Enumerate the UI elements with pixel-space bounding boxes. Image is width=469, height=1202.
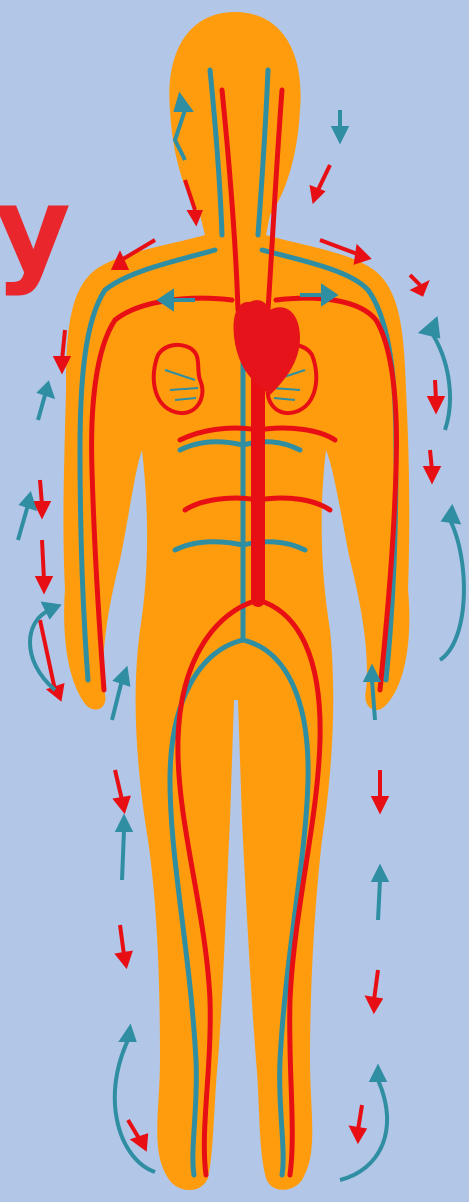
body-silhouette: [63, 12, 409, 1190]
